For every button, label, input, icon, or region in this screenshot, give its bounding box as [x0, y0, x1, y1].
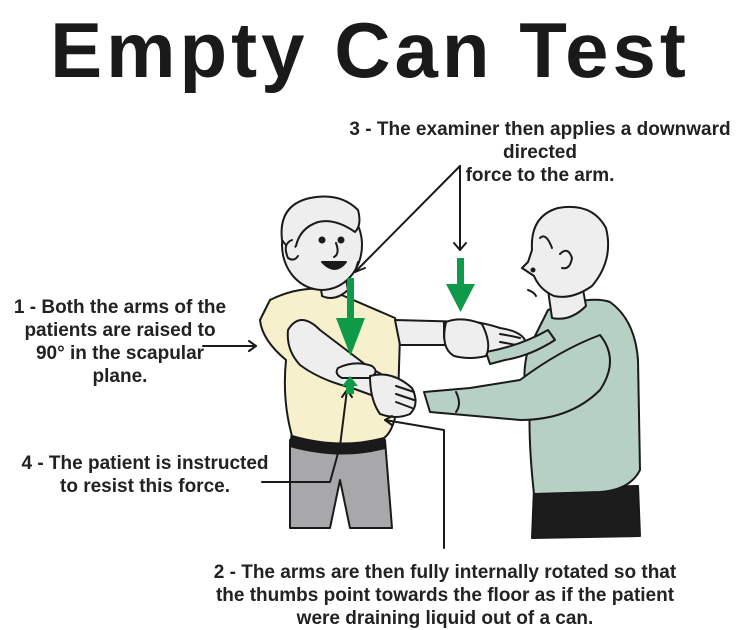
- step2-line-1: 2 - The arms are then fully internally r…: [213, 562, 677, 583]
- step4-caption: 4 - The patient is instructed to resist …: [0, 452, 290, 498]
- step1-line-4: plane.: [92, 366, 148, 387]
- examiner-figure: [369, 206, 641, 539]
- step1-line-2: patients are raised to: [24, 320, 216, 341]
- down-force-arrow-head-1: [336, 318, 365, 356]
- force-arrows: [336, 258, 475, 394]
- step2-line-3: were draining liquid out of a can.: [296, 608, 594, 629]
- step4-line-2: to resist this force.: [60, 476, 230, 497]
- down-force-arrow-shaft-1: [347, 278, 354, 320]
- patient-pants: [289, 439, 393, 529]
- patient-hair: [280, 195, 361, 249]
- step4-leader: [261, 389, 348, 483]
- down-force-arrow-head-2: [446, 284, 475, 312]
- step3-leader-left: [354, 165, 461, 273]
- step2-leader: [384, 419, 445, 549]
- patient-figure: [259, 195, 527, 529]
- step1-line-1: 1 - Both the arms of the: [13, 297, 227, 318]
- step4-line-1: 4 - The patient is instructed: [21, 453, 269, 474]
- step2-line-2: the thumbs point towards the floor as if…: [215, 585, 675, 606]
- step3-line-1: 3 - The examiner then applies a downward…: [349, 119, 731, 163]
- step3-caption: 3 - The examiner then applies a downward…: [330, 118, 740, 187]
- step1-line-3: 90° in the scapular: [35, 343, 205, 364]
- patient-smile: [321, 261, 347, 270]
- examiner-near-arm: [423, 334, 611, 421]
- step3-line-2: force to the arm.: [465, 165, 615, 186]
- down-force-arrow-shaft-2: [457, 258, 464, 286]
- up-resist-arrow: [342, 376, 358, 394]
- step2-caption: 2 - The arms are then fully internally r…: [170, 561, 720, 630]
- diagram-title: Empty Can Test: [50, 6, 690, 94]
- leader-lines: [202, 165, 467, 549]
- step1-caption: 1 - Both the arms of the patients are ra…: [0, 296, 240, 388]
